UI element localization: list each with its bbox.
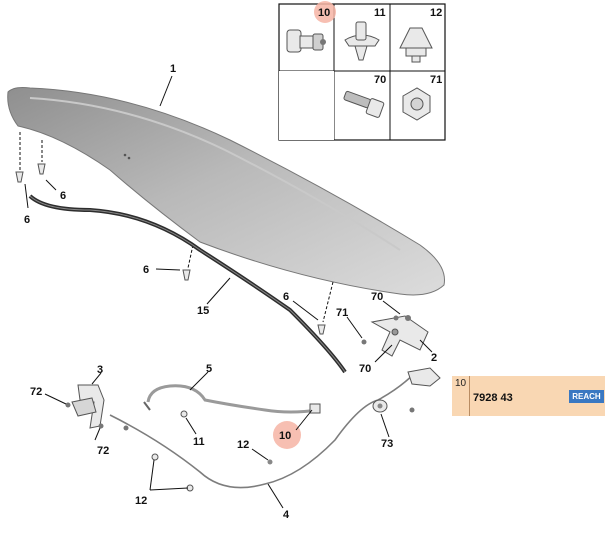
clip-10-highlight: [273, 421, 301, 449]
inset-label-11: 11: [374, 7, 386, 19]
label-hinge: 2: [431, 352, 437, 364]
rubber-stops: [15, 163, 326, 335]
label-seal: 15: [197, 305, 209, 317]
inset-highlight-10: [314, 1, 336, 23]
reference-divider: [469, 376, 470, 416]
hood-panel: [7, 87, 445, 296]
reach-badge[interactable]: REACH: [569, 390, 604, 403]
inset-label-70: 70: [374, 74, 386, 86]
inset-label-10: 10: [318, 7, 330, 19]
label-stop-a: 6: [60, 190, 66, 202]
label-screw-hinge: 71: [336, 307, 348, 319]
cable-upper: [146, 384, 319, 414]
label-screw-lever-b: 72: [97, 445, 109, 457]
label-cable-lower: 4: [283, 509, 290, 521]
label-lever: 3: [97, 364, 103, 376]
reference-index: 10: [455, 378, 467, 389]
inset-label-12: 12: [430, 7, 442, 19]
label-grommet: 73: [381, 438, 393, 450]
inset-label-71: 71: [430, 74, 442, 86]
label-stop-d: 6: [283, 291, 289, 303]
label-bolt-upper: 70: [371, 291, 383, 303]
latch: [407, 367, 441, 413]
label-bolt-lower: 70: [359, 363, 371, 375]
grommet: [372, 399, 388, 413]
clip-11-icon: [344, 21, 380, 61]
label-clip-12-b: 12: [135, 495, 147, 507]
nut-71-icon: [402, 87, 431, 121]
hinge: [370, 315, 429, 357]
label-clip-11: 11: [193, 436, 205, 448]
label-clip-10: 10: [279, 430, 291, 442]
clip-12-icon: [399, 27, 433, 63]
label-clip-12-a: 12: [237, 439, 249, 451]
label-stop-b: 6: [24, 214, 30, 226]
release-lever: [65, 384, 105, 429]
label-hood: 1: [170, 63, 176, 75]
label-stop-c: 6: [143, 264, 149, 276]
label-screw-lever: 72: [30, 386, 42, 398]
reference-part-number[interactable]: 7928 43: [473, 392, 513, 404]
inset-table: 10 11 12 70 71: [278, 1, 446, 141]
clip-10-icon: [286, 29, 326, 53]
bolt-70-icon: [343, 90, 385, 118]
label-cable-upper: 5: [206, 363, 212, 375]
